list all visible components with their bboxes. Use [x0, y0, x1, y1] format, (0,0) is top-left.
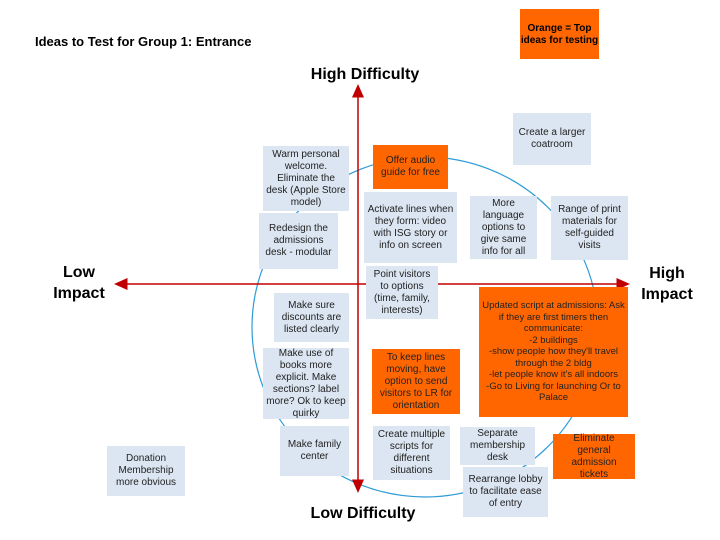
note-membership-desk: Separate membership desk	[460, 427, 535, 465]
note-discounts: Make sure discounts are listed clearly	[274, 293, 349, 342]
axis-label-right: High Impact	[641, 265, 693, 303]
note-range-print: Range of print materials for self-guided…	[551, 196, 628, 260]
legend-note: Orange = Top ideas for testing	[520, 9, 599, 59]
note-warm-welcome: Warm personal welcome. Eliminate the des…	[263, 146, 349, 211]
note-point-visitors: Point visitors to options (time, family,…	[366, 266, 438, 319]
axis-label-left: Low Impact	[53, 264, 105, 302]
note-activate-lines: Activate lines when they form: video wit…	[364, 192, 457, 263]
note-redesign-desk: Redesign the admissions desk - modular	[259, 213, 338, 269]
page-title: Ideas to Test for Group 1: Entrance	[35, 34, 252, 49]
note-audio-guide: Offer audio guide for free	[373, 145, 448, 189]
note-donation: Donation Membership more obvious	[107, 446, 185, 496]
axis-label-top: High Difficulty	[310, 66, 420, 83]
note-updated-script: Updated script at admissions: Ask if the…	[479, 287, 628, 417]
note-more-language: More language options to give same info …	[470, 196, 537, 259]
note-keep-lines: To keep lines moving, have option to sen…	[372, 349, 460, 414]
note-eliminate-tickets: Eliminate general admission tickets	[553, 433, 635, 480]
note-books: Make use of books more explicit. Make se…	[263, 348, 349, 419]
axis-label-bottom: Low Difficulty	[310, 505, 416, 522]
note-rearrange-lobby: Rearrange lobby to facilitate ease of en…	[463, 467, 548, 517]
note-family-center: Make family center	[280, 426, 349, 476]
note-multiple-scripts: Create multiple scripts for different si…	[373, 426, 450, 480]
note-larger-coatroom: Create a larger coatroom	[513, 113, 591, 165]
